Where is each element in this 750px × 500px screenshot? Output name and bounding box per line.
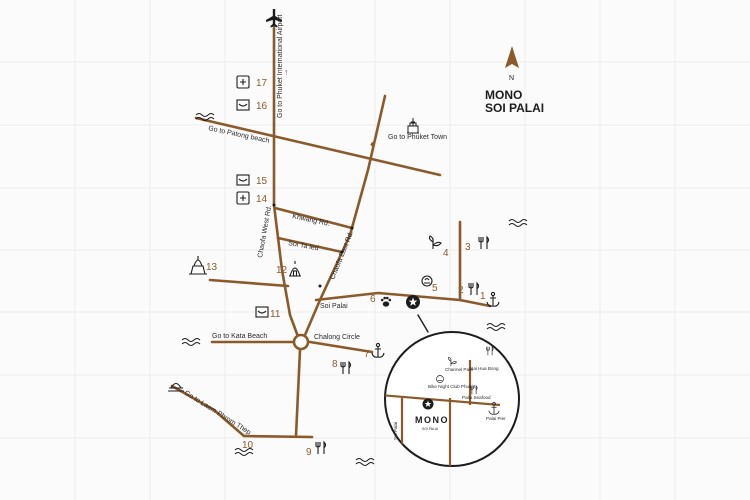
- water-waves: [181, 113, 528, 466]
- marker-14-number: 14: [256, 194, 268, 205]
- inset-soi-palai-label: Soi Palai: [393, 422, 398, 440]
- title-line-1: MONO: [485, 88, 522, 102]
- laem-phrom-thep-label: Go to Laem Phrom Thep: [183, 390, 252, 437]
- inset-nai-hua-bong: Nai Hua Bong: [470, 366, 499, 371]
- marker-5-number: 5: [432, 283, 438, 294]
- hospital-icon: [236, 191, 250, 205]
- restaurant-icon: [315, 440, 327, 454]
- airport-direction-label: Go to Phuket International Airport: [277, 14, 284, 118]
- anchor-icon: [371, 342, 385, 358]
- marker-10-number: 10: [242, 440, 254, 451]
- road-chaofa-east: [300, 94, 387, 344]
- road-network: [170, 26, 492, 439]
- anchor-icon: [486, 291, 500, 307]
- restaurant-icon: [486, 346, 494, 356]
- marker-11-number: 11: [270, 309, 281, 320]
- chaofa-east-text: Chaofa East Rd.: [329, 230, 355, 280]
- inset-brand-sub: SOI PALAI: [422, 427, 438, 431]
- plant-icon: [428, 235, 442, 249]
- road-soi-palai: [314, 291, 492, 308]
- plant-icon: [448, 356, 457, 367]
- road-east-7: [308, 340, 374, 354]
- bakery-icon: [421, 275, 433, 287]
- restaurant-icon: [468, 281, 480, 295]
- airport-label-text: Go to Phuket International Airport: [277, 14, 284, 118]
- khwang-label: Khwang Rd.: [292, 213, 331, 228]
- shop-icon: [255, 306, 269, 318]
- laem-phrom-thep-text: Go to Laem Phrom Thep: [183, 390, 252, 437]
- chalong-circle-roundabout: [292, 333, 310, 351]
- town-hall-icon: [407, 118, 419, 134]
- chaofa-east-label: Chaofa East Rd.: [329, 230, 355, 280]
- marker-13-number: 13: [206, 262, 218, 273]
- inset-map: MONO SOI PALAI Channel Park Nai Hua Bong…: [384, 331, 520, 467]
- inset-palai-seafood: Palai Seafood: [462, 395, 491, 400]
- paw-icon: [380, 296, 392, 307]
- north-arrow-icon: [505, 46, 519, 68]
- inset-bike-night-club: Bike Night Club Phuket: [428, 384, 476, 389]
- marker-3-number: 3: [465, 242, 471, 253]
- marker-16-number: 16: [256, 101, 268, 112]
- big-buddha-icon: [189, 256, 207, 275]
- road-laem-phrom-thep: [170, 384, 246, 438]
- hospital-icon: [236, 75, 250, 89]
- road-south: [294, 348, 302, 438]
- airplane-icon: [266, 9, 282, 28]
- airport-arrow-icon: ↑: [284, 67, 289, 77]
- soi-palai-label: Soi Palai: [320, 303, 348, 310]
- marker-2-number: 2: [458, 285, 464, 296]
- marker-12-number: 12: [276, 265, 288, 276]
- marker-6-number: 6: [370, 294, 376, 305]
- road-south-10: [242, 434, 314, 439]
- marker-15-number: 15: [256, 176, 268, 187]
- marker-9-number: 9: [306, 447, 312, 458]
- chalong-circle-label: Chalong Circle: [314, 334, 360, 341]
- khwang-text: Khwang Rd.: [292, 213, 331, 228]
- inset-brand: MONO: [415, 415, 449, 425]
- inset-mono-logo: [422, 398, 434, 410]
- inset-channel-park: Channel Park: [445, 367, 474, 372]
- temple-icon: [289, 261, 301, 277]
- marker-1-number: 1: [480, 291, 486, 302]
- road-to-inset: [417, 314, 429, 333]
- road-soi-ta-led: [276, 236, 344, 254]
- kata-label: Go to Kata Beach: [212, 333, 267, 340]
- road-nodes: [272, 203, 354, 288]
- restaurant-icon: [470, 385, 478, 395]
- marker-17-number: 17: [256, 78, 268, 89]
- phuket-town-label: Go to Phuket Town: [388, 134, 447, 141]
- restaurant-icon: [478, 235, 490, 249]
- north-letter: N: [509, 75, 514, 82]
- bakery-icon: [436, 375, 444, 383]
- road-patong-phuket-town: [194, 116, 442, 177]
- title-line-2: SOI PALAI: [485, 101, 544, 115]
- mono-location-marker: [406, 295, 420, 309]
- shop-icon: [236, 174, 250, 186]
- inset-soi-palai-text: Soi Palai: [393, 422, 398, 440]
- road-khwang: [273, 206, 354, 230]
- road-13: [208, 278, 290, 288]
- lamp-icon: ♦: [370, 139, 375, 149]
- marker-7-number: 7: [364, 349, 370, 360]
- marker-8-number: 8: [332, 359, 338, 370]
- anchor-icon: [488, 402, 500, 415]
- sea-icon: [168, 382, 184, 392]
- shop-icon: [236, 99, 250, 111]
- inset-palai-pier: Palai Pier: [486, 416, 506, 421]
- marker-4-number: 4: [443, 248, 449, 259]
- restaurant-icon: [340, 360, 352, 374]
